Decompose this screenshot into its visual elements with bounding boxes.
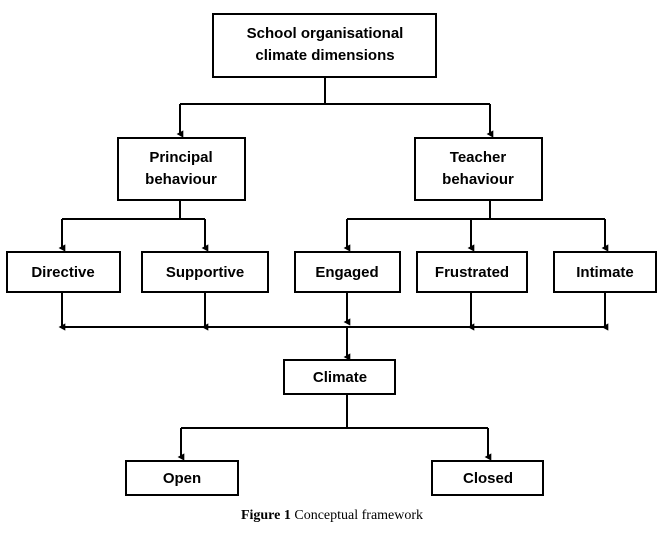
node-climate-label: Climate xyxy=(313,369,367,386)
node-root-label-line2: climate dimensions xyxy=(255,47,394,64)
node-directive-label: Directive xyxy=(31,264,94,281)
node-engaged[interactable]: Engaged xyxy=(294,251,401,293)
node-root-box[interactable] xyxy=(212,13,437,78)
node-principal[interactable]: Principal behaviour xyxy=(117,137,246,201)
node-open-box[interactable] xyxy=(125,460,239,496)
node-climate-box[interactable] xyxy=(283,359,396,395)
node-open-label: Open xyxy=(163,470,201,487)
node-teacher[interactable]: Teacher behaviour xyxy=(414,137,543,201)
node-frustrated-label: Frustrated xyxy=(435,264,509,281)
node-open[interactable]: Open xyxy=(125,460,239,496)
node-teacher-box[interactable] xyxy=(414,137,543,201)
node-climate[interactable]: Climate xyxy=(283,359,396,395)
node-supportive[interactable]: Supportive xyxy=(141,251,269,293)
node-supportive-label: Supportive xyxy=(166,264,244,281)
node-closed-box[interactable] xyxy=(431,460,544,496)
node-frustrated-box[interactable] xyxy=(416,251,528,293)
node-intimate[interactable]: Intimate xyxy=(553,251,657,293)
node-directive-box[interactable] xyxy=(6,251,121,293)
node-directive[interactable]: Directive xyxy=(6,251,121,293)
figure-caption-prefix: Figure 1 xyxy=(240,508,291,523)
node-supportive-box[interactable] xyxy=(141,251,269,293)
node-principal-label-line1: Principal xyxy=(149,149,212,166)
node-principal-label-line2: behaviour xyxy=(145,171,217,188)
node-teacher-label-line2: behaviour xyxy=(442,171,514,188)
node-intimate-label: Intimate xyxy=(576,264,634,281)
node-closed-label: Closed xyxy=(463,470,513,487)
node-principal-box[interactable] xyxy=(117,137,246,201)
node-root-label-line1: School organisational xyxy=(247,25,404,42)
figure-caption: Figure 1 Conceptual framework xyxy=(0,508,664,524)
figure-caption-text: Conceptual framework xyxy=(290,508,424,523)
connector-layer xyxy=(58,78,609,461)
node-engaged-box[interactable] xyxy=(294,251,401,293)
node-root[interactable]: School organisational climate dimensions xyxy=(212,13,437,78)
node-intimate-box[interactable] xyxy=(553,251,657,293)
node-engaged-label: Engaged xyxy=(315,264,378,281)
node-frustrated[interactable]: Frustrated xyxy=(416,251,528,293)
node-closed[interactable]: Closed xyxy=(431,460,544,496)
node-teacher-label-line1: Teacher xyxy=(450,149,507,166)
